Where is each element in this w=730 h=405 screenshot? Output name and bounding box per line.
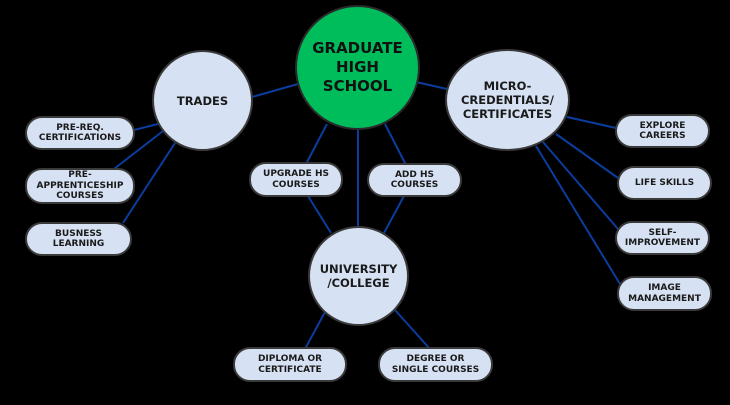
connector-university-diploma (304, 311, 326, 350)
node-university-college: UNIVERSITY /COLLEGE (308, 226, 409, 326)
connector-upgrade-university (307, 195, 332, 234)
connector-add-university (383, 195, 405, 234)
node-diploma-or-certificate: DIPLOMA OR CERTIFICATE (233, 347, 347, 382)
connector-trades-preapp (113, 130, 164, 170)
node-trades: TRADES (152, 50, 253, 151)
node-pre-apprenticeship-courses: PRE- APPRENTICESHIP COURSES (25, 168, 135, 204)
node-degree-or-single-courses: DEGREE OR SINGLE COURSES (378, 347, 493, 382)
connector-root-trades (251, 83, 299, 98)
node-image-management: IMAGE MANAGEMENT (617, 276, 712, 311)
connector-trades-business (122, 142, 176, 224)
connector-root-upgrade (305, 123, 328, 165)
node-life-skills: LIFE SKILLS (617, 166, 712, 200)
node-add-hs-courses: ADD HS COURSES (367, 163, 462, 197)
connector-root-micro (415, 81, 448, 90)
node-explore-careers: EXPLORE CAREERS (615, 114, 710, 148)
node-self-improvement: SELF- IMPROVEMENT (615, 221, 710, 255)
connector-micro-self (542, 141, 619, 230)
connector-root-add (384, 123, 407, 166)
connector-micro-life (555, 133, 619, 179)
root-node-graduate-high-school: GRADUATE HIGH SCHOOL (295, 5, 420, 130)
connector-micro-explore (566, 116, 617, 129)
node-upgrade-hs-courses: UPGRADE HS COURSES (249, 162, 343, 197)
node-business-learning: BUSNESS LEARNING (25, 222, 132, 256)
node-micro-credentials: MICRO- CREDENTIALS/ CERTIFICATES (445, 49, 570, 151)
connector-micro-image (535, 145, 621, 285)
node-pre-req-certifications: PRE-REQ. CERTIFICATIONS (25, 116, 135, 150)
connector-university-degree (394, 309, 431, 350)
connector-trades-prereq (133, 123, 159, 131)
